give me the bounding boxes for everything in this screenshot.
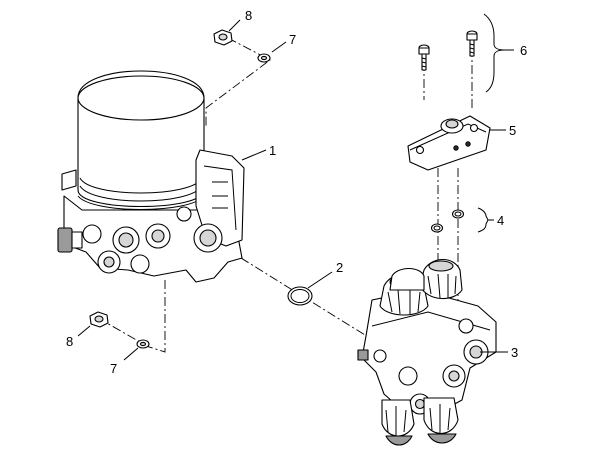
washer-bottom [136, 339, 150, 349]
washer-top [257, 53, 271, 63]
port-5 [130, 254, 150, 274]
nut-bottom [89, 311, 109, 328]
valve-dome-rear [389, 267, 425, 291]
leader-lines [77, 13, 514, 361]
callout-7-top: 7 [289, 32, 296, 47]
callout-4: 4 [497, 213, 504, 228]
callout-2: 2 [336, 260, 343, 275]
canister-top [77, 75, 205, 121]
callout-6: 6 [520, 43, 527, 58]
o-ring-large [287, 286, 313, 306]
o-ring-small-right [451, 209, 465, 219]
callout-7-bottom: 7 [110, 361, 117, 376]
callout-labels: 1 2 3 4 5 6 7 7 8 8 [66, 8, 527, 376]
callout-8-top: 8 [245, 8, 252, 23]
callout-8-bottom: 8 [66, 334, 73, 349]
valve-fitting-left [357, 349, 369, 361]
o-ring-small-left [430, 223, 444, 233]
port-4 [82, 224, 102, 244]
sensor-plate [407, 115, 491, 171]
callout-3: 3 [511, 345, 518, 360]
nut-top [213, 29, 233, 46]
valve-block [357, 258, 497, 446]
air-dryer-assembly [57, 70, 245, 283]
callout-1: 1 [269, 143, 276, 158]
bolt-right [466, 30, 478, 57]
callout-5: 5 [509, 123, 516, 138]
dryer-side-stub [61, 169, 77, 191]
bolt-left [418, 44, 430, 71]
valve-lower-dome-right [423, 397, 459, 435]
electrical-connector [57, 227, 73, 253]
